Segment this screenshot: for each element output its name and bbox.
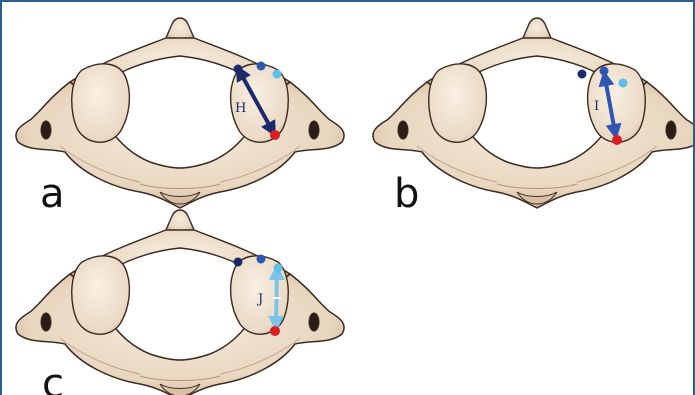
measurement-j-label: J [256, 292, 263, 307]
light-blue-point [619, 79, 628, 88]
light-blue-point [273, 70, 282, 79]
red-point [270, 326, 280, 336]
medium-blue-point [600, 67, 609, 76]
dark-blue-point [578, 70, 587, 79]
panel-label-a: a [40, 174, 65, 214]
panel-label-c: c [42, 364, 64, 395]
measurement-h-label: H [235, 101, 246, 116]
dark-blue-point [234, 65, 243, 74]
panel-c-vertebra [16, 210, 344, 395]
red-point [270, 130, 280, 140]
dark-blue-point [234, 258, 243, 267]
panel-b-vertebra [373, 18, 695, 208]
medium-blue-point [257, 255, 266, 264]
red-point [612, 135, 622, 145]
light-blue-point [274, 264, 283, 273]
panel-a-vertebra [16, 18, 344, 208]
measurement-i-label: I [594, 99, 599, 114]
panel-label-b: b [394, 174, 419, 214]
medium-blue-point [257, 62, 266, 71]
